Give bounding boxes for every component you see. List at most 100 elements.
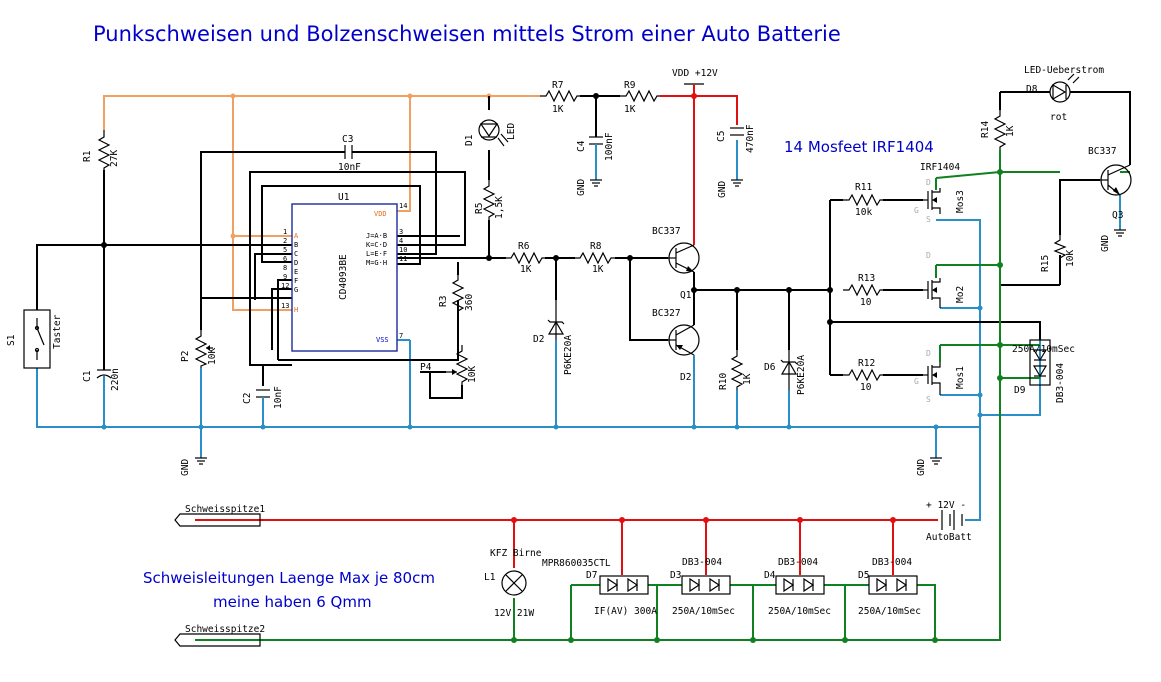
d4-ref: D4 xyxy=(764,570,776,581)
u1-vss: VSS xyxy=(376,336,389,344)
u1-pin-14: 14 xyxy=(399,202,407,210)
gnd-symbol-left: GND xyxy=(180,457,207,476)
s1-value: Taster xyxy=(52,314,63,349)
tip1-label: Schweisspitze1 xyxy=(185,504,265,515)
resistor-r13: R13 10 xyxy=(843,273,883,308)
gnd-symbol-right: GND xyxy=(916,457,942,476)
u1-out-m: M=G·H xyxy=(366,259,387,267)
transistor-q1: BC337 Q1 xyxy=(652,226,700,301)
d2-ref: D2 xyxy=(533,334,544,345)
led-d8: LED-Ueberstrom D8 rot xyxy=(1024,65,1104,123)
r6-ref: R6 xyxy=(518,241,530,252)
car-battery: + 12V - AutoBatt xyxy=(926,500,972,543)
diode-d4: DB3-004 D4 250A/10mSec xyxy=(764,557,831,617)
mos3-pin-g: G xyxy=(914,206,919,215)
gnd-label-c4: GND xyxy=(576,179,587,196)
d7-value: MPR860035CTL xyxy=(542,558,611,569)
q1-ref: Q1 xyxy=(680,290,692,301)
r7-ref: R7 xyxy=(552,80,563,91)
r13-ref: R13 xyxy=(858,273,875,284)
transistor-q3: BC337 Q3 xyxy=(1088,146,1132,221)
r15-ref: R15 xyxy=(1040,255,1051,272)
l1-ref: L1 xyxy=(484,572,496,583)
capacitor-c4: C4 100nF xyxy=(576,125,615,161)
r7-value: 1K xyxy=(552,104,564,115)
weld-tip-1: Schweisspitze1 xyxy=(174,504,265,527)
resistor-r11: R11 10k xyxy=(843,182,883,218)
d7-ref: D7 xyxy=(586,570,597,581)
p2-value: 10K xyxy=(207,348,218,365)
u1-in-f: F xyxy=(294,277,298,285)
r3-value: 360 xyxy=(464,294,475,311)
r12-value: 10 xyxy=(860,382,872,393)
resistor-r7: R7 1K xyxy=(540,80,580,115)
d5-ref: D5 xyxy=(858,570,869,581)
u1-pin-3: 3 xyxy=(399,228,403,236)
schematic-title: Punkschweisen und Bolzenschweisen mittel… xyxy=(93,22,841,46)
u1-pin-10: 10 xyxy=(399,246,407,254)
c1-value: 220n xyxy=(110,368,121,391)
potentiometer-p4: P4 10K xyxy=(420,345,478,385)
u1-in-e: E xyxy=(294,268,298,276)
d1-value: LED xyxy=(506,123,517,140)
c2-ref: C2 xyxy=(242,393,253,404)
r8-value: 1K xyxy=(592,264,604,275)
transistor-q2: BC327 D2 xyxy=(652,308,700,383)
d3-rating: 250A/10mSec xyxy=(672,606,735,617)
resistor-r14: R14 1K xyxy=(980,110,1016,150)
u1-ref: U1 xyxy=(338,192,350,203)
mo2-pin-d: D xyxy=(926,251,931,260)
d3-ref: D3 xyxy=(670,570,681,581)
d5-value: DB3-004 xyxy=(872,557,912,568)
tvs-diode-d2: D2 P6KE20A xyxy=(533,300,574,375)
resistor-r8: R8 1K xyxy=(575,241,615,275)
r1-value: 27K xyxy=(109,150,120,167)
resistor-r1: R1 27K xyxy=(82,130,120,170)
ic-u1: U1 CD4093BE A B C D E F G H VDD J=A·B K=… xyxy=(281,192,407,352)
c5-ref: C5 xyxy=(716,131,727,142)
u1-pin-9: 9 xyxy=(283,273,287,281)
u1-pin-4: 4 xyxy=(399,237,403,245)
p4-ref: P4 xyxy=(420,362,432,373)
mosfet-mo2: Mo2 D xyxy=(923,251,966,308)
gnd-label-right: GND xyxy=(916,459,927,476)
mosfet-note: 14 Mosfeet IRF1404 xyxy=(784,138,934,156)
d9-ref: D9 xyxy=(1014,385,1026,396)
ground-wires xyxy=(36,140,1121,521)
l1-rating: 12V 21W xyxy=(494,608,534,619)
u1-out-j: J=A·B xyxy=(366,232,387,240)
u1-out-k: K=C·D xyxy=(366,241,387,249)
c3-value: 10nF xyxy=(338,162,361,173)
battery-name: AutoBatt xyxy=(926,532,972,543)
gnd-symbol-q3: GND xyxy=(1100,229,1126,252)
weld-tip-2: Schweisspitze2 xyxy=(174,624,265,647)
u1-pin-7: 7 xyxy=(399,332,403,340)
d9-value: DB3-004 xyxy=(1055,363,1066,403)
u1-in-a: A xyxy=(294,232,299,240)
c3-ref: C3 xyxy=(342,134,353,145)
mos1-pin-d: D xyxy=(926,349,931,358)
diode-d5: DB3-004 D5 250A/10mSec xyxy=(858,557,921,617)
c1-ref: C1 xyxy=(82,370,93,382)
d8-value: rot xyxy=(1050,112,1067,123)
capacitor-c3: C3 10nF xyxy=(338,134,361,173)
r12-ref: R12 xyxy=(858,358,875,369)
mos3-pin-s: S xyxy=(926,215,931,224)
potentiometer-p2: P2 10K xyxy=(180,330,218,368)
resistor-r3: R3 360 xyxy=(438,262,475,318)
mos3-value: Mos3 xyxy=(955,190,966,213)
cable-cross-note: meine haben 6 Qmm xyxy=(213,593,372,611)
u1-in-g: G xyxy=(294,286,298,294)
r3-ref: R3 xyxy=(438,296,449,307)
gnd-label-left: GND xyxy=(180,459,191,476)
gnd-label-c5: GND xyxy=(717,181,728,198)
mo2-value: Mo2 xyxy=(955,286,966,303)
r15-value: 10K xyxy=(1065,250,1076,267)
capacitor-c1: C1 220n xyxy=(82,350,121,392)
c4-ref: C4 xyxy=(576,140,587,152)
resistor-r5: R5 1,5K xyxy=(474,180,505,220)
u1-pin-5: 5 xyxy=(283,246,287,254)
q2-value: BC327 xyxy=(652,308,681,319)
u1-pin-2: 2 xyxy=(283,237,287,245)
